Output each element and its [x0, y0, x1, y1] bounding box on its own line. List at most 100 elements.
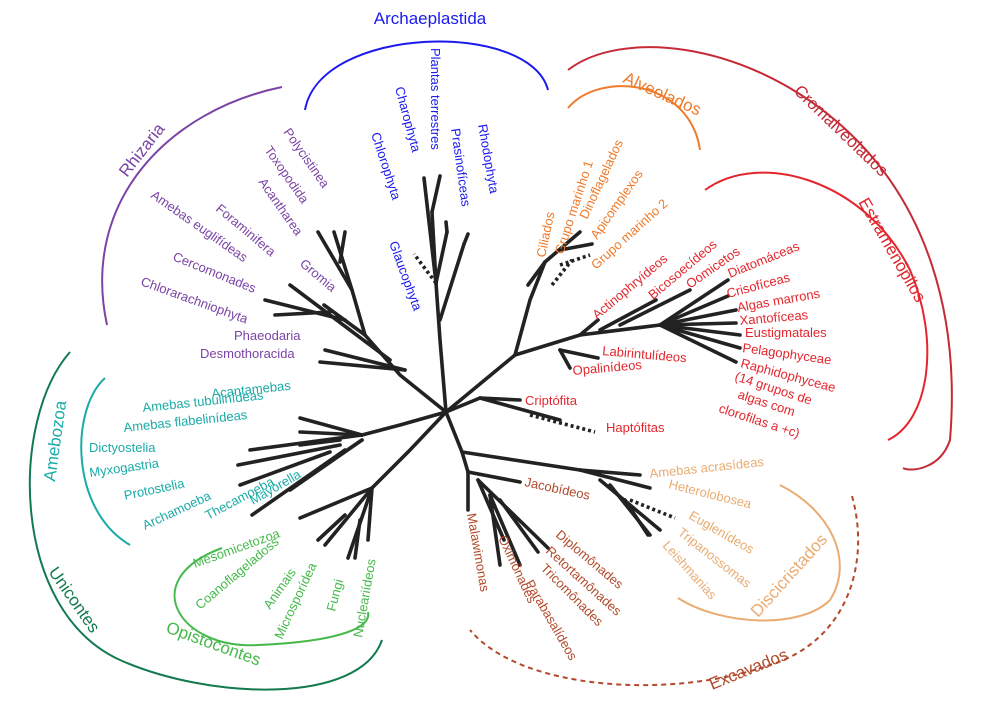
taxon-label: Fungi [323, 577, 346, 612]
amoebozoa-trunk [360, 410, 448, 437]
title-discicristates: Discicristados [747, 530, 831, 621]
branch-desmo [318, 360, 407, 372]
branch-rhodo [438, 242, 466, 322]
taxon-label: Myxogastria [88, 455, 160, 480]
branch-mayorella [313, 438, 364, 474]
taxon-label: Protostelia [123, 475, 187, 503]
branch-euglif [288, 283, 392, 362]
branch-dinoflag [543, 230, 582, 264]
taxon-label: Nucleariídeos [350, 557, 379, 638]
taxon-label: Haptófitas [606, 420, 665, 435]
branch-glauco [412, 252, 438, 285]
branch-raphido [658, 323, 738, 364]
branch-opalin [558, 348, 572, 370]
taxon-label: Phaeodaria [234, 328, 301, 343]
branch-tricom [488, 493, 522, 567]
arc-opisthokonts [173, 547, 370, 647]
labels-amoebozoa: Acantamebas Amebas tubulinídeas Amebas f… [88, 378, 304, 533]
branch-chlorarach [273, 310, 332, 317]
branch-toxo [332, 230, 354, 292]
branch-diplom [476, 478, 550, 550]
rhizaria-trunk [363, 333, 448, 414]
taxon-label: Plantas terrestres [428, 48, 443, 150]
branch-actinophr [578, 318, 600, 337]
branch-phaeo [323, 348, 407, 372]
branch-marinho2 [559, 253, 591, 267]
title-opisthokonts: Opistocontes [164, 618, 264, 670]
branch-gromia [350, 288, 367, 337]
branch-marrons [658, 308, 738, 327]
branch-dictyo [248, 433, 364, 452]
arc-rhizaria [101, 86, 283, 326]
branch-labirint [558, 348, 600, 360]
taxon-label: Labirintulídeos [602, 343, 688, 365]
taxon-label: Jacobídeos [523, 474, 592, 503]
arc-discicristates [677, 484, 841, 622]
branch-pelago [658, 323, 742, 350]
branch-leish [623, 498, 650, 537]
branch-hapto [478, 396, 562, 422]
opisthokont-trunk [370, 410, 448, 490]
taxon-label: Malawimonas [464, 512, 493, 593]
branch-prasino [434, 230, 449, 285]
labels-rhizaria: Polycistinea Toxopodida Acantharea Foram… [139, 125, 340, 361]
branch-hapto-dots [529, 413, 596, 434]
branch-rhodo-tip [462, 232, 470, 246]
taxon-label: Amebas flabelinídeas [123, 407, 249, 435]
branch-fungi [353, 518, 362, 560]
branch-acantamebas [298, 416, 364, 437]
title-alveolates: Alveolados [620, 68, 704, 119]
branch-retort [498, 498, 540, 554]
branch-diatom [658, 278, 730, 327]
branch-euglenid-dots [629, 498, 676, 520]
taxon-label: Glaucophyta [386, 239, 425, 313]
arc-alveolates [567, 85, 701, 151]
title-excavates: Excavados [706, 645, 790, 694]
tree-branches [236, 174, 742, 567]
taxon-label: Amebas acrasídeas [649, 454, 765, 481]
branch-xantof [658, 321, 738, 327]
taxon-label: Eustigmatales [745, 325, 827, 340]
branch-proto [238, 450, 332, 487]
title-stramenopiles: Estramenópilos [855, 195, 930, 306]
branch-cercomon [263, 298, 347, 322]
branch-crisof [658, 294, 730, 327]
branch-oomicetos [618, 288, 692, 327]
branch-heterolob [578, 468, 652, 490]
branch-mesomyceto [298, 486, 374, 520]
crypto-trunk [444, 396, 482, 414]
arc-excavates [469, 495, 860, 687]
arc-archaeplastida [304, 40, 549, 111]
taxon-label: Prasinofíceas [448, 127, 474, 208]
group-arcs [28, 40, 953, 691]
taxon-label: Heterolobosea [667, 476, 753, 511]
archaeplastida-trunk [434, 281, 448, 414]
branch-eustig [658, 323, 742, 337]
labels-alveolates: Ciliados Grupo marinho 1 Dinoflagelados … [533, 137, 670, 273]
taxon-label: Dictyostelia [89, 440, 156, 455]
branch-discicristates [460, 450, 582, 472]
branch-animais [316, 513, 347, 542]
branch-tubulin [298, 430, 364, 437]
branch-bicosoec [598, 298, 658, 332]
taxon-label: Charophyta [392, 85, 424, 155]
title-rhizaria: Rhizaria [115, 119, 169, 180]
arc-chromalveolates [567, 46, 953, 471]
branch-plantas [430, 210, 438, 285]
labels-others: Criptófita Haptófitas [525, 393, 665, 435]
branch-parabasal [488, 493, 502, 567]
title-amoebozoa: Amebozoa [40, 399, 70, 483]
branch-chloro [444, 220, 449, 234]
branch-nuclear [366, 486, 374, 542]
branch-polycist [316, 230, 354, 292]
arc-stramenopiles [704, 171, 929, 441]
arc-unikonts [28, 351, 383, 691]
taxon-label: Opalinídeos [572, 357, 643, 378]
branch-strameno-hub [578, 323, 662, 337]
taxon-label: Criptófita [525, 393, 578, 408]
branch-marinho1 [550, 258, 574, 287]
labels-discicristates: Amebas acrasídeas Heterolobosea Eugleníd… [649, 454, 765, 603]
title-archaeplastida: Archaeplastida [374, 9, 487, 28]
